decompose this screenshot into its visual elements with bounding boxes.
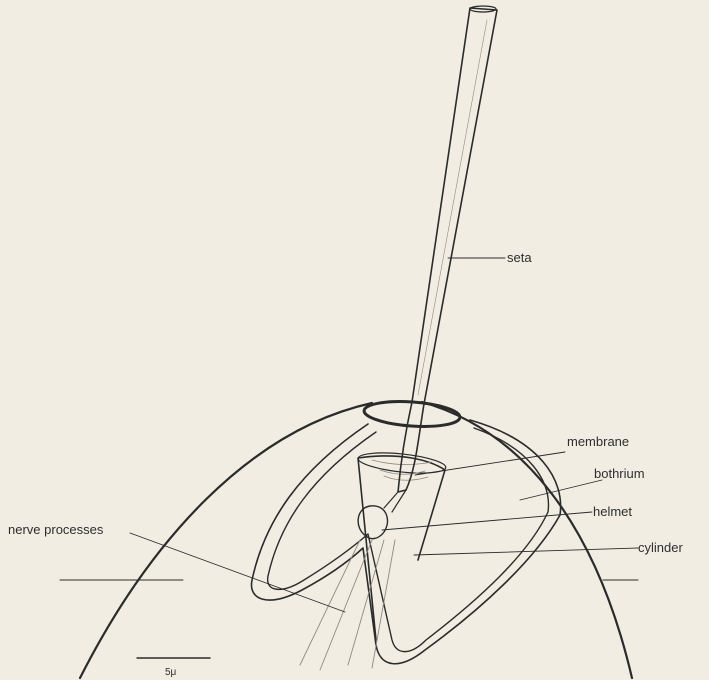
label-helmet: helmet [593,504,632,519]
scale-bar-label: 5μ [165,667,177,678]
label-seta: seta [507,250,532,265]
label-bothrium: bothrium [594,466,645,481]
bothrium-inner-wall [268,428,549,652]
label-nerve-processes: nerve processes [8,522,104,537]
seta-shading [418,20,487,395]
bothrium-leader [520,480,602,500]
cylinder-leader [414,548,638,555]
membrane-leader [415,452,565,475]
label-cylinder: cylinder [638,540,683,555]
nerve-strands [300,540,395,670]
seta-connector [384,490,406,512]
nerve-processes-leader [130,533,345,612]
helmet-leader [382,512,592,530]
label-membrane: membrane [567,434,629,449]
seta-shaft [398,8,497,492]
